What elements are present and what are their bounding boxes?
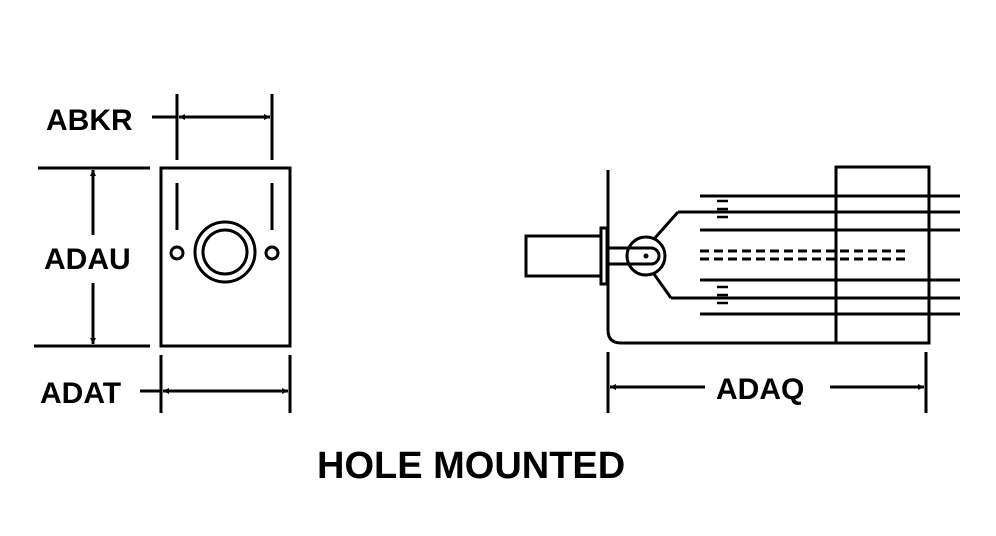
pivot-pin: [643, 253, 649, 259]
drawing-title: HOLE MOUNTED: [317, 445, 625, 487]
adaq-dimension: [606, 352, 928, 413]
flange: [599, 226, 609, 286]
mounting-hole-left: [169, 245, 185, 261]
adaq-label: ADAQ: [716, 373, 804, 406]
bracket: [606, 170, 929, 345]
adat-dimension: [140, 355, 292, 413]
center-boss-inner: [201, 228, 249, 276]
adau-dimension: [34, 166, 150, 348]
mounting-hole-right: [264, 245, 280, 261]
mounting-plate: [159, 166, 292, 348]
center-boss-outer: [193, 220, 257, 284]
body-block: [834, 165, 931, 345]
adat-label: ADAT: [40, 377, 121, 410]
front-view: [159, 166, 292, 348]
abkr-dimension: [152, 94, 274, 160]
adau-label: ADAU: [44, 243, 131, 276]
abkr-label: ABKR: [46, 104, 133, 137]
side-view: [524, 165, 960, 345]
arm: [607, 246, 661, 266]
pivot-circle: [625, 235, 667, 277]
shaft: [524, 234, 603, 278]
